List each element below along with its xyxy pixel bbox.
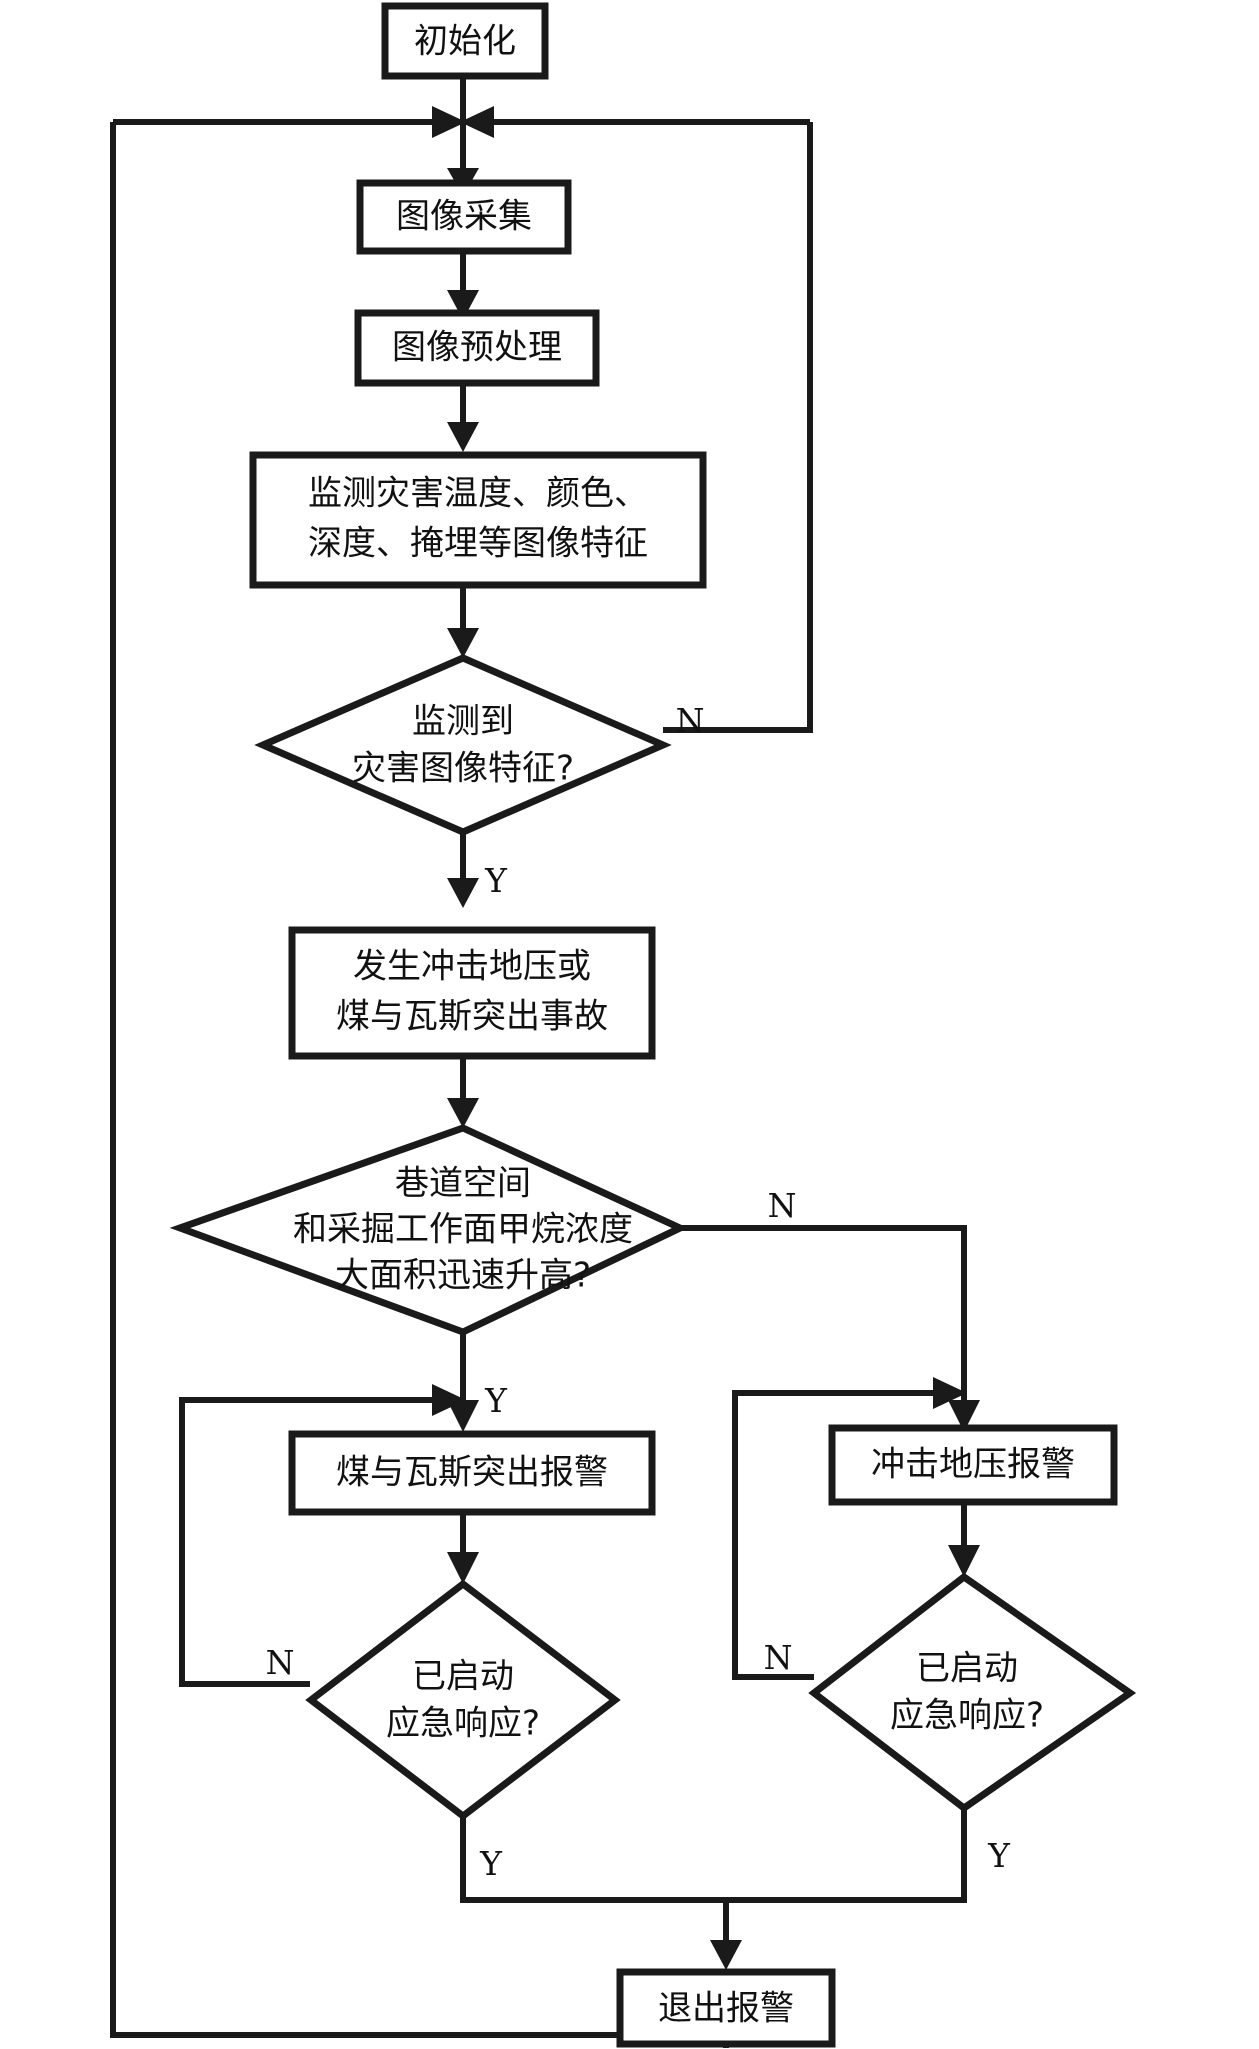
node-init[interactable]: 初始化 bbox=[381, 2, 549, 80]
node-decide-feat-label-line1: 监测到 bbox=[412, 702, 514, 742]
node-decision-response-started-left[interactable]: 已启动 应急响应? bbox=[305, 1579, 621, 1821]
arrow-to-resp-right bbox=[948, 1545, 980, 1577]
node-resp-right-shape bbox=[808, 1572, 1137, 1813]
edge-label-ch4-no: N bbox=[768, 1186, 797, 1225]
node-features-label-line1: 监测灾害温度、颜色、 bbox=[308, 474, 648, 514]
arrow-to-alarm-burst bbox=[948, 1400, 980, 1432]
arrow-to-accident bbox=[447, 878, 479, 908]
node-accident-label-line1: 发生冲击地压或 bbox=[353, 947, 591, 987]
node-accident-occurred[interactable]: 发生冲击地压或 煤与瓦斯突出事故 bbox=[288, 926, 656, 1060]
arrow-resp-left-no bbox=[432, 1384, 466, 1416]
edge-label-feature-no: N bbox=[676, 701, 705, 740]
node-alarm-gas-outburst[interactable]: 煤与瓦斯突出报警 bbox=[288, 1430, 656, 1516]
edge-decide-feat-no bbox=[663, 122, 813, 733]
node-feature-monitor[interactable]: 监测灾害温度、颜色、 深度、掩埋等图像特征 bbox=[249, 451, 707, 589]
edge-label-feature-yes: Y bbox=[484, 861, 508, 900]
node-init-box bbox=[381, 2, 549, 80]
node-decide-feat-label-line2: 灾害图像特征? bbox=[352, 749, 574, 789]
edge-resp-right-no bbox=[732, 1390, 933, 1680]
node-alarm-gas-box bbox=[288, 1430, 656, 1516]
edge-label-ch4-yes: Y bbox=[484, 1381, 508, 1420]
node-exit-alarm[interactable]: 退出报警 bbox=[616, 1968, 836, 2048]
node-decision-feature-detected[interactable]: 监测到 灾害图像特征? bbox=[254, 654, 672, 836]
node-features-label-line2: 深度、掩埋等图像特征 bbox=[308, 524, 648, 564]
edge-label-layer: N Y N Y N Y N Y bbox=[266, 701, 1012, 1883]
node-resp-right-label-line2: 应急响应? bbox=[890, 1696, 1044, 1736]
connector-layer bbox=[110, 75, 980, 2048]
node-init-label: 初始化 bbox=[414, 22, 516, 62]
node-alarm-gas-label: 煤与瓦斯突出报警 bbox=[336, 1453, 608, 1493]
edge-label-resp-right-yes: Y bbox=[987, 1836, 1011, 1875]
node-decide-ch4-label-line3: 大面积迅速升高? bbox=[335, 1256, 591, 1296]
node-accident-box bbox=[288, 926, 656, 1060]
node-exit-label: 退出报警 bbox=[658, 1989, 794, 2029]
edge-ch4-no bbox=[680, 1225, 967, 1400]
node-preprocess-box bbox=[354, 309, 600, 387]
node-decide-ch4-shape bbox=[169, 1124, 689, 1336]
node-alarm-burst-label: 冲击地压报警 bbox=[871, 1445, 1075, 1485]
node-resp-left-label-line1: 已启动 bbox=[412, 1657, 514, 1697]
node-resp-right-label-line1: 已启动 bbox=[916, 1649, 1018, 1689]
edge-resp-left-yes bbox=[460, 1816, 726, 1903]
node-image-capture[interactable]: 图像采集 bbox=[356, 179, 572, 255]
node-resp-left-shape bbox=[305, 1579, 621, 1821]
node-features-box bbox=[249, 451, 707, 589]
arrow-return-left bbox=[432, 106, 466, 138]
edge-resp-left-no bbox=[179, 1397, 432, 1687]
edge-label-resp-right-no: N bbox=[764, 1638, 793, 1677]
edge-resp-right-yes bbox=[726, 1808, 967, 1903]
edge-label-resp-left-no: N bbox=[266, 1643, 295, 1682]
node-alarm-burst-box bbox=[828, 1424, 1118, 1506]
node-decide-ch4-label-line1: 巷道空间 bbox=[395, 1164, 531, 1204]
arrow-to-decide-feat bbox=[447, 628, 479, 658]
node-decide-feat-shape bbox=[254, 654, 672, 836]
node-decision-methane-rise[interactable]: 巷道空间 和采掘工作面甲烷浓度 大面积迅速升高? bbox=[169, 1124, 689, 1336]
node-preprocess-label: 图像预处理 bbox=[392, 328, 562, 368]
arrow-to-preprocess bbox=[447, 290, 479, 320]
node-alarm-rock-burst[interactable]: 冲击地压报警 bbox=[828, 1424, 1118, 1506]
node-exit-box bbox=[616, 1968, 836, 2048]
arrow-to-alarm-gas bbox=[447, 1400, 479, 1432]
arrow-resp-right-no bbox=[933, 1377, 967, 1409]
node-decision-response-started-right[interactable]: 已启动 应急响应? bbox=[808, 1572, 1137, 1813]
arrow-to-exit bbox=[710, 1940, 742, 1970]
edge-label-resp-left-yes: Y bbox=[479, 1844, 503, 1883]
node-resp-left-label-line2: 应急响应? bbox=[386, 1704, 540, 1744]
arrow-return-right bbox=[460, 106, 494, 138]
node-image-preprocess[interactable]: 图像预处理 bbox=[354, 309, 600, 387]
arrow-to-decide-ch4 bbox=[447, 1098, 479, 1128]
node-capture-label: 图像采集 bbox=[396, 197, 532, 237]
arrow-to-features bbox=[447, 422, 479, 452]
node-decide-ch4-label-line2: 和采掘工作面甲烷浓度 bbox=[293, 1210, 633, 1250]
node-capture-box bbox=[356, 179, 572, 255]
node-accident-label-line2: 煤与瓦斯突出事故 bbox=[336, 997, 608, 1037]
arrow-to-resp-left bbox=[447, 1552, 479, 1584]
